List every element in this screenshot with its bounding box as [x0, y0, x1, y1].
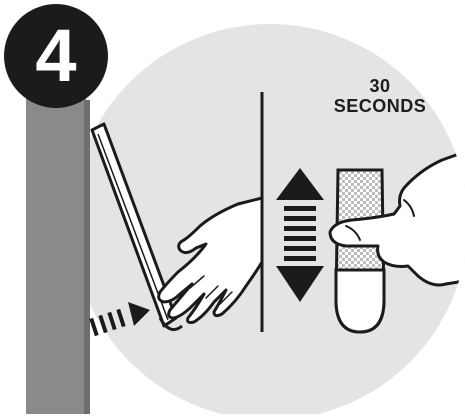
duration-value: 30	[300, 76, 460, 96]
wall-edge	[84, 100, 90, 414]
wall-panel	[26, 60, 86, 414]
step-number: 4	[4, 4, 108, 108]
duration-unit: SECONDS	[300, 96, 460, 116]
duration-label: 30 SECONDS	[300, 76, 460, 116]
